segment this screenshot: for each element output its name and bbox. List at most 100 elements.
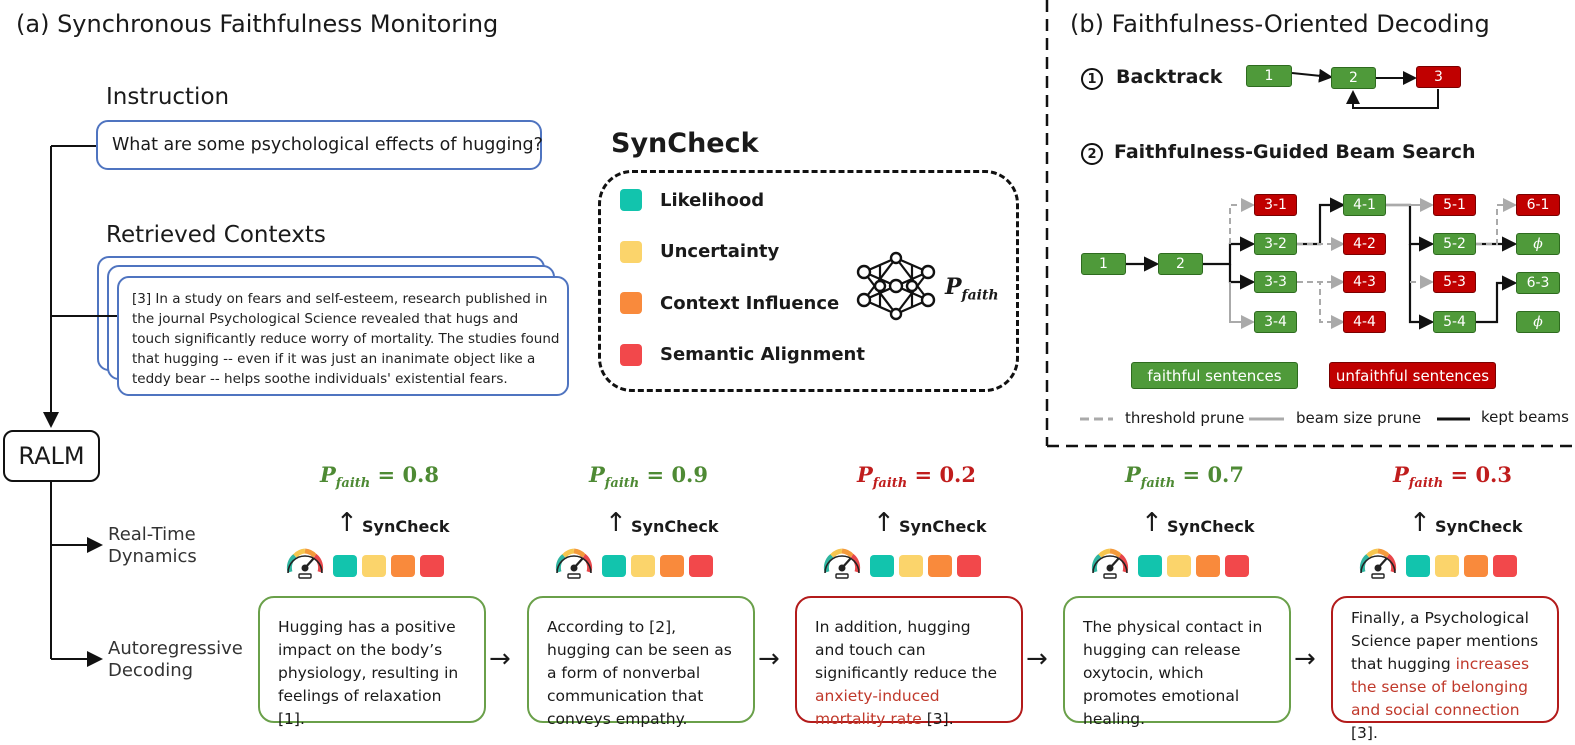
- up-arrow-icon: ↑: [605, 508, 627, 538]
- context-card: [3] In a study on fears and self-esteem,…: [117, 276, 569, 396]
- feature-swatch-uncertainty: [631, 555, 655, 577]
- feature-swatch: [620, 292, 642, 314]
- step-pfaith-score: Pfaith = 0.3: [1393, 462, 1512, 492]
- feature-swatch-semantic-alignment: [1225, 555, 1249, 577]
- feature-swatch-context-influence: [660, 555, 684, 577]
- up-arrow-icon: ↑: [873, 508, 895, 538]
- right-arrow-icon: →: [758, 644, 780, 674]
- backtrack-node: 3: [1416, 66, 1461, 88]
- contexts-label: Retrieved Contexts: [106, 222, 326, 248]
- syncheck-title: SynCheck: [611, 128, 759, 159]
- step-pfaith-score: Pfaith = 0.7: [1125, 462, 1244, 492]
- up-arrow-icon: ↑: [336, 508, 358, 538]
- backtrack-node: 2: [1331, 67, 1376, 89]
- pfaith-symbol: Pfaith: [945, 274, 999, 304]
- instruction-box: What are some psychological effects of h…: [96, 120, 543, 170]
- beam-node: 5-3: [1433, 271, 1476, 293]
- beam-node: 2: [1158, 253, 1203, 275]
- feature-swatch-semantic-alignment: [689, 555, 713, 577]
- ralm-box: RALM: [3, 430, 100, 482]
- gauge-icon: [1091, 548, 1129, 579]
- context-line: teddy bear -- helps soothe individuals' …: [132, 371, 508, 387]
- feature-swatch-likelihood: [870, 555, 894, 577]
- feature-semantic-alignment: Semantic Alignment: [620, 343, 920, 366]
- context-line: the journal Psychological Science reveal…: [132, 311, 519, 327]
- backtrack-label: Backtrack: [1116, 66, 1223, 88]
- feature-swatch-uncertainty: [1167, 555, 1191, 577]
- beam-node: 3-1: [1254, 194, 1297, 216]
- beam-node: 4-1: [1343, 194, 1386, 216]
- dynamics-label: Real-Time Dynamics: [108, 524, 197, 567]
- right-arrow-icon: →: [1026, 644, 1048, 674]
- gauge-icon: [1359, 548, 1397, 579]
- beam-node: 4-4: [1343, 311, 1386, 333]
- beam-node: 5-1: [1433, 194, 1476, 216]
- beam-search-edges: [1080, 68, 1518, 421]
- feature-swatch-likelihood: [333, 555, 357, 577]
- feature-swatch-likelihood: [602, 555, 626, 577]
- beam-node: 3-2: [1254, 233, 1297, 255]
- beam-node: 5-2: [1433, 233, 1476, 255]
- feature-label: Uncertainty: [660, 241, 780, 262]
- right-arrow-icon: →: [1294, 644, 1316, 674]
- gauge-icon: [555, 548, 593, 579]
- beam-node: ϕ: [1516, 311, 1560, 333]
- generated-sentence: In addition, hugging and touch can signi…: [795, 596, 1023, 728]
- feature-label: Context Influence: [660, 292, 840, 314]
- beam-search-label: Faithfulness-Guided Beam Search: [1114, 141, 1476, 163]
- beam-node: ϕ: [1516, 233, 1560, 255]
- context-line: that hugging -- even if it was just an i…: [132, 351, 536, 367]
- step-pfaith-score: Pfaith = 0.9: [589, 462, 708, 492]
- instruction-label: Instruction: [106, 84, 230, 110]
- panel-a-title: (a) Synchronous Faithfulness Monitoring: [16, 10, 499, 38]
- beam-node: 6-1: [1516, 194, 1560, 216]
- up-arrow-icon: ↑: [1409, 508, 1431, 538]
- feature-swatch-uncertainty: [362, 555, 386, 577]
- generated-sentence: The physical contact in hugging can rele…: [1063, 596, 1291, 728]
- neural-net-icon: [856, 251, 936, 321]
- beam-node: 4-2: [1343, 233, 1386, 255]
- feature-swatch: [620, 240, 642, 263]
- beam-node: 4-3: [1343, 271, 1386, 293]
- step-number-icon: 1: [1081, 68, 1103, 90]
- feature-swatch-likelihood: [1138, 555, 1162, 577]
- step-number-icon: 2: [1081, 143, 1103, 165]
- beam-node: 3-3: [1254, 271, 1297, 293]
- syncheck-label: SynCheck: [1167, 517, 1255, 536]
- syncheck-box: [598, 170, 1019, 392]
- panel-b-separator: [1045, 0, 1575, 448]
- legend-threshold-label: threshold prune: [1125, 409, 1245, 427]
- feature-label: Semantic Alignment: [660, 344, 865, 365]
- panel-b-title: (b) Faithfulness-Oriented Decoding: [1070, 10, 1490, 38]
- feature-swatch: [620, 189, 642, 211]
- generated-sentence: Hugging has a positive impact on the bod…: [258, 596, 486, 728]
- feature-swatch-context-influence: [1464, 555, 1488, 577]
- beam-node: 1: [1081, 253, 1126, 275]
- feature-swatch-uncertainty: [899, 555, 923, 577]
- legend-kept-label: kept beams: [1481, 408, 1569, 426]
- context-line: [3] In a study on fears and self-esteem,…: [132, 291, 548, 307]
- feature-swatch-semantic-alignment: [1493, 555, 1517, 577]
- instruction-text: What are some psychological effects of h…: [112, 135, 543, 155]
- step-pfaith-score: Pfaith = 0.2: [857, 462, 976, 492]
- legend-beam-label: beam size prune: [1296, 409, 1422, 427]
- feature-swatch-semantic-alignment: [957, 555, 981, 577]
- syncheck-label: SynCheck: [362, 517, 450, 536]
- feature-swatch: [620, 343, 642, 366]
- feature-swatch-semantic-alignment: [420, 555, 444, 577]
- legend-faithful: faithful sentences: [1131, 362, 1298, 389]
- backtrack-node: 1: [1246, 65, 1292, 87]
- gauge-icon: [823, 548, 861, 579]
- legend-unfaithful: unfaithful sentences: [1329, 362, 1496, 389]
- context-line: touch significantly reduce worry of mort…: [132, 331, 560, 347]
- gauge-icon: [286, 548, 324, 579]
- feature-swatch-likelihood: [1406, 555, 1430, 577]
- up-arrow-icon: ↑: [1141, 508, 1163, 538]
- generated-sentence: Finally, a Psychological Science paper m…: [1331, 596, 1559, 742]
- feature-swatch-context-influence: [391, 555, 415, 577]
- feature-likelihood: Likelihood: [620, 189, 920, 211]
- beam-node: 5-4: [1433, 311, 1476, 333]
- feature-swatch-context-influence: [1196, 555, 1220, 577]
- right-arrow-icon: →: [489, 644, 511, 674]
- generated-sentence: According to [2], hugging can be seen as…: [527, 596, 755, 728]
